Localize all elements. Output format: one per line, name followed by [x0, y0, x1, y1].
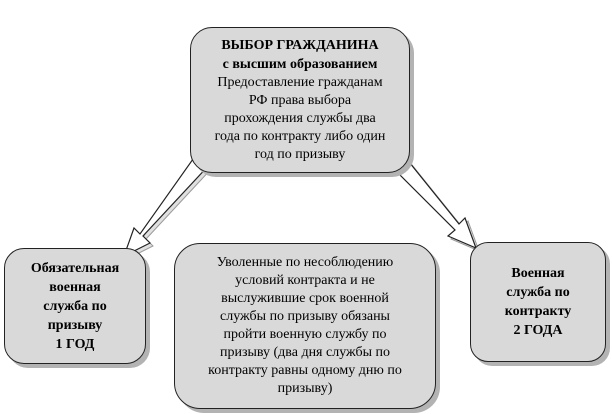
- note-text-line: выслужившие срок военной: [221, 291, 389, 306]
- choice-text-line: РФ права выбора: [248, 93, 352, 108]
- arrow-right: [388, 151, 480, 252]
- note-text-line: контракту равны одному дню по: [208, 363, 402, 378]
- note-text-line: службы по призыву обязаны: [220, 309, 390, 324]
- note-text-line: призыву): [277, 381, 333, 396]
- choice-title: ВЫБОР ГРАЖДАНИНА: [221, 38, 379, 53]
- dismissal-note-box: Уволенные по несоблюдению условий контра…: [174, 243, 436, 409]
- conscription-text-line: Обязательная: [30, 260, 120, 276]
- citizen-choice-box: ВЫБОР ГРАЖДАНИНА с высшим образованием П…: [190, 27, 410, 173]
- conscription-text-line: военная: [49, 279, 101, 295]
- contract-service-box: Военная служба по контракту 2 ГОДА: [470, 242, 606, 362]
- contract-duration: 2 ГОДА: [513, 323, 563, 338]
- choice-text-line: прохождения службы два: [224, 111, 376, 126]
- choice-subtitle: с высшим образованием: [222, 57, 378, 72]
- conscription-duration: 1 ГОД: [55, 336, 95, 352]
- note-text-line: пройти военную службу по: [223, 327, 387, 342]
- choice-text-line: Предоставление гражданам: [217, 75, 383, 90]
- contract-text-line: контракту: [504, 304, 572, 319]
- choice-text-line: год по призыву: [254, 147, 346, 162]
- contract-text-line: Военная: [511, 266, 565, 281]
- note-text-line: призыву (два дня службы по: [219, 345, 391, 360]
- note-text-line: условий контракта и не: [235, 273, 375, 288]
- conscription-text-line: служба по: [43, 298, 107, 314]
- contract-text-line: служба по: [506, 285, 570, 300]
- conscription-box: Обязательная военная служба по призыву 1…: [4, 248, 146, 364]
- choice-text-line: года по контракту либо один: [214, 129, 386, 144]
- conscription-text-line: призыву: [47, 317, 103, 333]
- note-text-line: Уволенные по несоблюдению: [216, 255, 394, 270]
- arrow-left: [122, 151, 214, 261]
